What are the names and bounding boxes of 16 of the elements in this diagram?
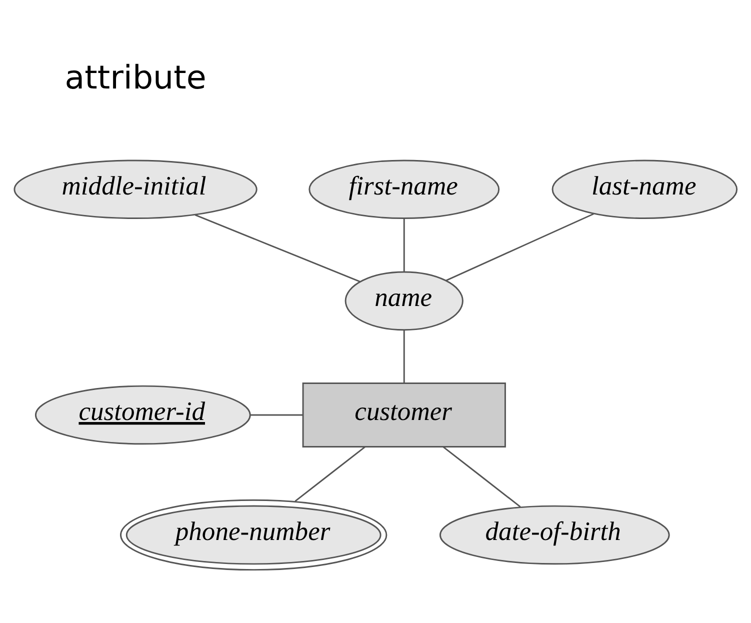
connector xyxy=(250,414,303,416)
node-ellipse: customer-id xyxy=(34,384,251,444)
node-ellipse: date-of-birth xyxy=(439,504,670,564)
node-ellipse: middle-initial xyxy=(14,159,258,219)
label: attribute xyxy=(64,58,206,96)
node-ellipse: name xyxy=(344,270,464,330)
node-box: customer xyxy=(302,382,506,447)
connector xyxy=(403,218,405,272)
node-ellipse: first-name xyxy=(308,159,500,219)
node-ellipse: last-name xyxy=(552,159,738,219)
node-ellipse: phone-number xyxy=(120,498,388,570)
connector xyxy=(446,212,594,281)
connector xyxy=(194,214,360,282)
connector xyxy=(442,446,521,507)
connector xyxy=(403,330,405,383)
connector xyxy=(294,446,366,502)
